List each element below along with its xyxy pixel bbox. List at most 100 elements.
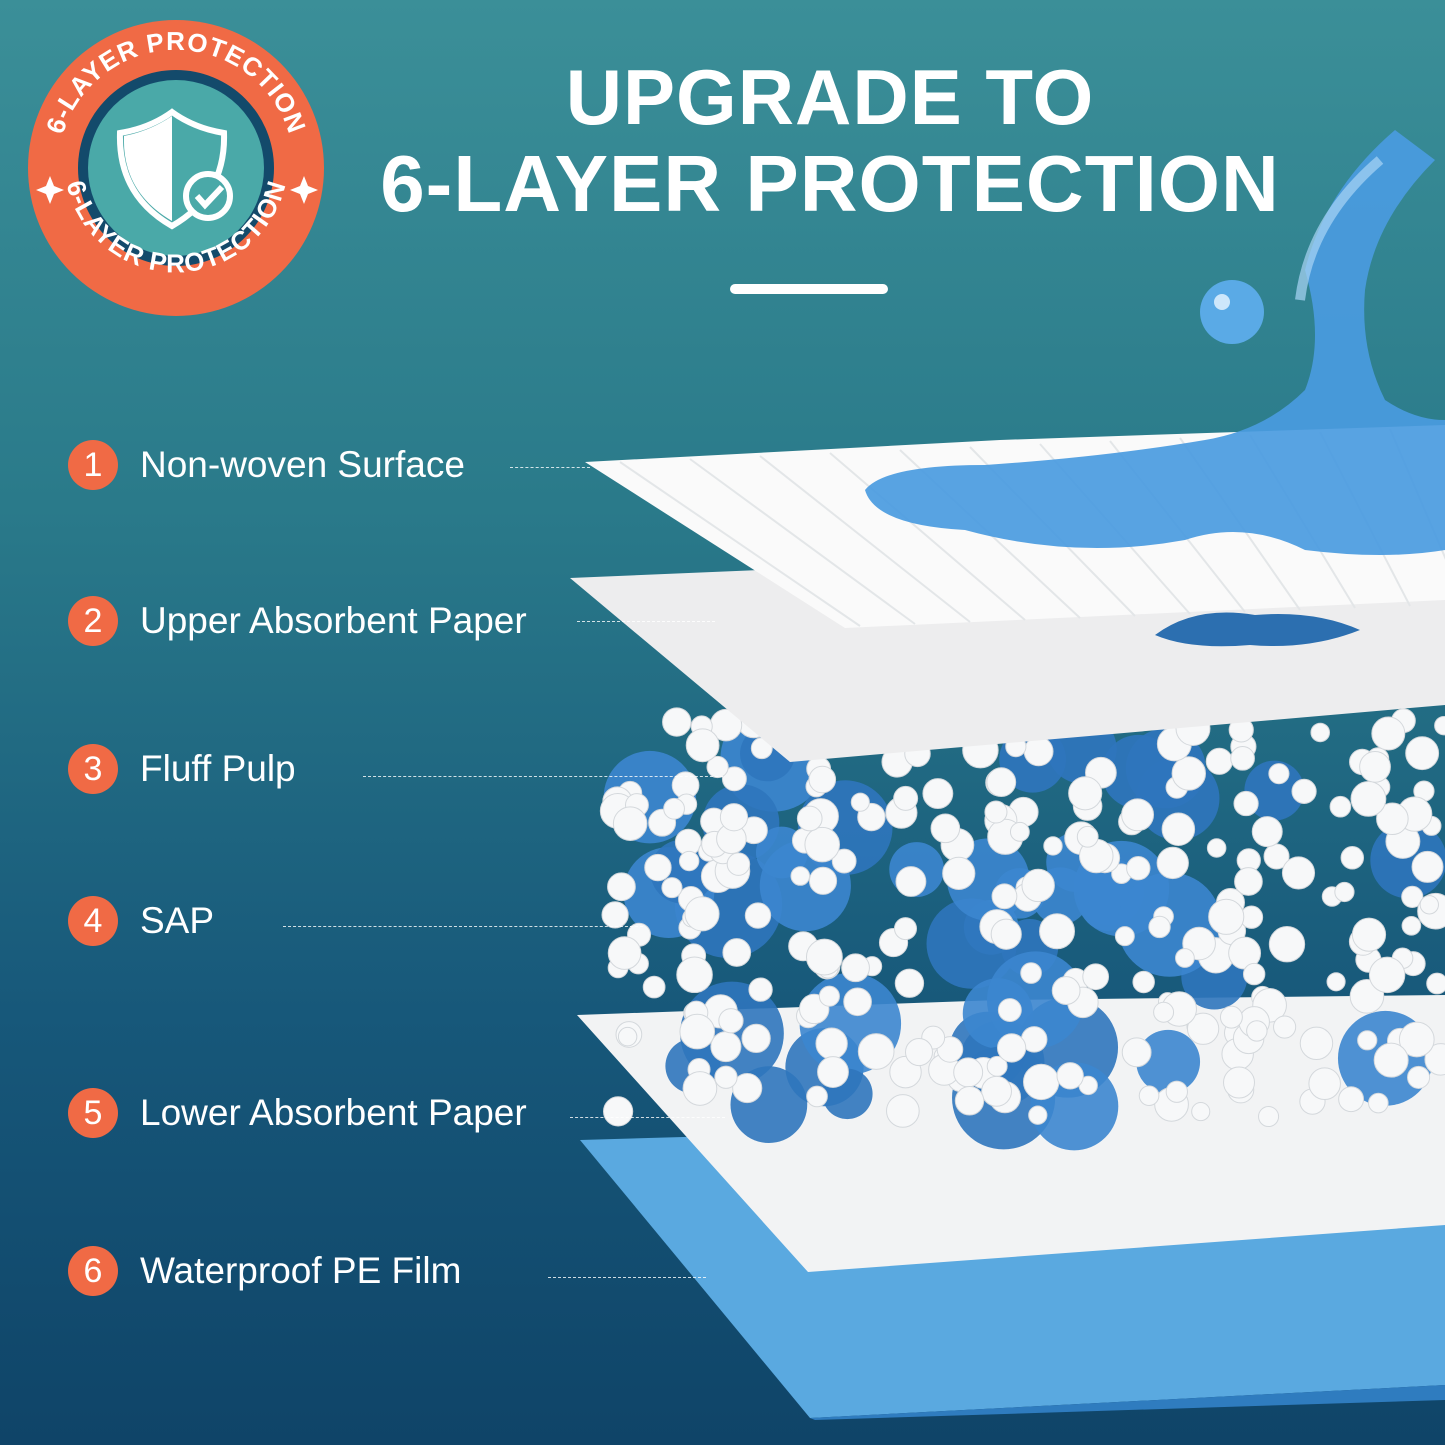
fluff-pulp-bead [1426, 972, 1445, 995]
fluff-pulp-bead [1376, 802, 1409, 836]
fluff-pulp-bead [676, 956, 713, 994]
fluff-pulp-bead [1329, 795, 1352, 818]
fluff-pulp-bead [841, 953, 870, 983]
fluff-pulp-bead [954, 1086, 985, 1116]
fluff-pulp-bead [942, 856, 976, 891]
fluff-pulp-bead [1230, 745, 1255, 771]
layer-label-5: 5 Lower Absorbent Paper [68, 1088, 527, 1138]
fluff-pulp-bead [1023, 736, 1054, 767]
sap-bead [1101, 734, 1176, 810]
fluff-pulp-bead [1299, 1026, 1334, 1061]
fluff-pulp-bead [1039, 913, 1076, 950]
fluff-pulp-bead [1223, 1066, 1256, 1099]
fluff-pulp-bead [744, 902, 772, 929]
fluff-pulp-bead [1165, 1080, 1188, 1103]
fluff-pulp-bead [981, 1075, 1012, 1107]
fluff-pulp-bead [602, 1096, 634, 1127]
fluff-pulp-bead [1334, 881, 1355, 903]
fluff-pulp-bead [1056, 1062, 1084, 1090]
fluff-pulp-bead [817, 1056, 849, 1088]
fluff-pulp-bead [850, 792, 870, 812]
fluff-pulp-bead [1082, 963, 1110, 991]
fluff-pulp-bead [893, 785, 919, 811]
fluff-pulp-bead [706, 755, 729, 779]
fluff-pulp-bead [1028, 1105, 1048, 1125]
fluff-pulp-bead [748, 977, 773, 1002]
layer-number-badge: 5 [68, 1088, 118, 1138]
fluff-pulp-bead [1068, 776, 1103, 811]
fluff-pulp-bead [662, 707, 692, 737]
fluff-pulp-bead [726, 852, 751, 876]
fluff-pulp-bead [991, 883, 1018, 910]
fluff-pulp-bead [1234, 867, 1263, 896]
fluff-pulp-bead [1156, 846, 1189, 880]
fluff-pulp-bead [684, 896, 720, 932]
fluff-pulp-bead [1132, 970, 1155, 994]
sap-bead [986, 951, 1085, 1049]
layer-label-4: 4 SAP [68, 896, 214, 946]
fluff-pulp-bead [718, 1008, 744, 1034]
fluff-pulp-bead [1021, 868, 1055, 903]
headline-line-2: 6-LAYER PROTECTION [380, 139, 1280, 228]
fluff-pulp-bead [806, 1085, 828, 1108]
fluff-pulp-bead [722, 938, 752, 967]
fluff-pulp-bead [1153, 1001, 1175, 1023]
fluff-pulp-bead [1398, 1021, 1435, 1058]
fluff-pulp-bead [1338, 1086, 1365, 1113]
fluff-pulp-bead [1043, 836, 1063, 856]
fluff-pulp-bead [894, 968, 925, 998]
fluff-pulp-bead [1310, 722, 1331, 743]
fluff-pulp-bead [642, 975, 666, 999]
fluff-pulp-bead [1121, 1037, 1152, 1068]
fluff-pulp-bead [1148, 915, 1171, 939]
fluff-pulp-bead [1242, 962, 1266, 986]
fluff-pulp-bead [1406, 1065, 1431, 1089]
fluff-pulp-bead [1405, 736, 1440, 771]
fluff-pulp-bead [893, 917, 918, 941]
fluff-pulp-bead [1076, 825, 1099, 848]
layer-number-badge: 6 [68, 1246, 118, 1296]
layer-number-badge: 4 [68, 896, 118, 946]
fluff-pulp-bead [990, 918, 1022, 950]
fluff-pulp-bead [796, 805, 823, 832]
fluff-pulp-bead [644, 853, 672, 882]
fluff-pulp-bead [714, 1065, 738, 1089]
leader-line [510, 467, 590, 468]
fluff-pulp-bead [1219, 1005, 1243, 1029]
fluff-pulp-bead [1308, 1067, 1341, 1100]
fluff-pulp-bead [986, 767, 1017, 798]
fluff-pulp-bead [805, 938, 843, 976]
fluff-pulp-bead [1351, 917, 1387, 952]
fluff-pulp-bead [1268, 763, 1290, 785]
fluff-pulp-bead [721, 766, 747, 792]
layer-number-badge: 2 [68, 596, 118, 646]
layer-label-text: Fluff Pulp [140, 748, 296, 789]
leader-line [283, 926, 643, 927]
fluff-pulp-bead [1373, 1042, 1409, 1078]
fluff-pulp-bead [904, 1038, 934, 1067]
fluff-pulp-bead [818, 985, 840, 1007]
fluff-pulp-bead [1357, 1030, 1378, 1051]
fluff-pulp-bead [886, 1094, 920, 1128]
fluff-pulp-bead [953, 1057, 984, 1088]
layer-label-text: Non-woven Surface [140, 444, 465, 485]
fluff-pulp-bead [1411, 850, 1444, 883]
fluff-pulp-bead [996, 1033, 1027, 1063]
fluff-pulp-bead [1291, 778, 1317, 804]
fluff-pulp-bead [857, 1033, 895, 1070]
fluff-pulp-bead [997, 998, 1022, 1022]
fluff-pulp-bead [1273, 1015, 1297, 1039]
fluff-pulp-bead [1326, 972, 1346, 992]
fluff-pulp-bead [1161, 812, 1196, 846]
fluff-pulp-bead [1205, 747, 1233, 775]
fluff-pulp-bead [1020, 962, 1042, 984]
fluff-pulp-bead [1350, 780, 1387, 817]
fluff-pulp-bead [804, 826, 841, 863]
layer-label-6: 6 Waterproof PE Film [68, 1246, 461, 1296]
fluff-pulp-bead [984, 800, 1008, 824]
sap-bead [1136, 1029, 1201, 1094]
fluff-pulp-bead [607, 872, 636, 902]
fluff-pulp-bead [710, 1031, 742, 1063]
sparkle-icon [36, 176, 64, 204]
fluff-pulp-bead [1208, 898, 1245, 935]
